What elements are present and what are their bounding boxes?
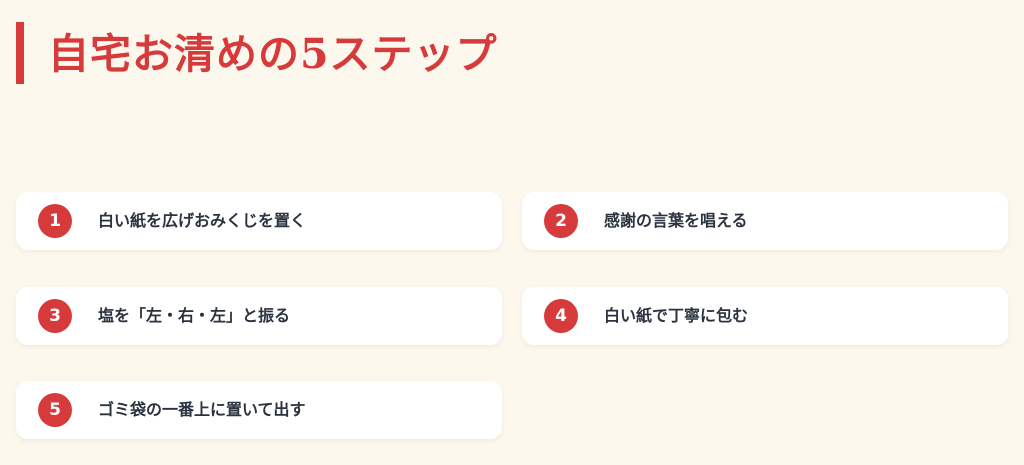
step-number-badge: 4 xyxy=(544,299,578,333)
step-card-2: 2 感謝の言葉を唱える xyxy=(522,192,1008,250)
step-card-3: 3 塩を「左・右・左」と振る xyxy=(16,287,502,345)
page-title: 自宅お清めの5ステップ xyxy=(48,30,498,78)
step-number-badge: 1 xyxy=(38,204,72,238)
step-text: ゴミ袋の一番上に置いて出す xyxy=(98,400,306,419)
step-text: 感謝の言葉を唱える xyxy=(604,211,748,230)
title-accent-bar xyxy=(16,22,24,84)
step-number-badge: 2 xyxy=(544,204,578,238)
step-card-1: 1 白い紙を広げおみくじを置く xyxy=(16,192,502,250)
step-text: 塩を「左・右・左」と振る xyxy=(98,306,291,325)
step-number-badge: 5 xyxy=(38,393,72,427)
step-card-5: 5 ゴミ袋の一番上に置いて出す xyxy=(16,381,502,439)
step-text: 白い紙を広げおみくじを置く xyxy=(98,211,307,230)
step-text: 白い紙で丁寧に包む xyxy=(604,306,749,325)
step-card-4: 4 白い紙で丁寧に包む xyxy=(522,287,1008,345)
step-number-badge: 3 xyxy=(38,299,72,333)
